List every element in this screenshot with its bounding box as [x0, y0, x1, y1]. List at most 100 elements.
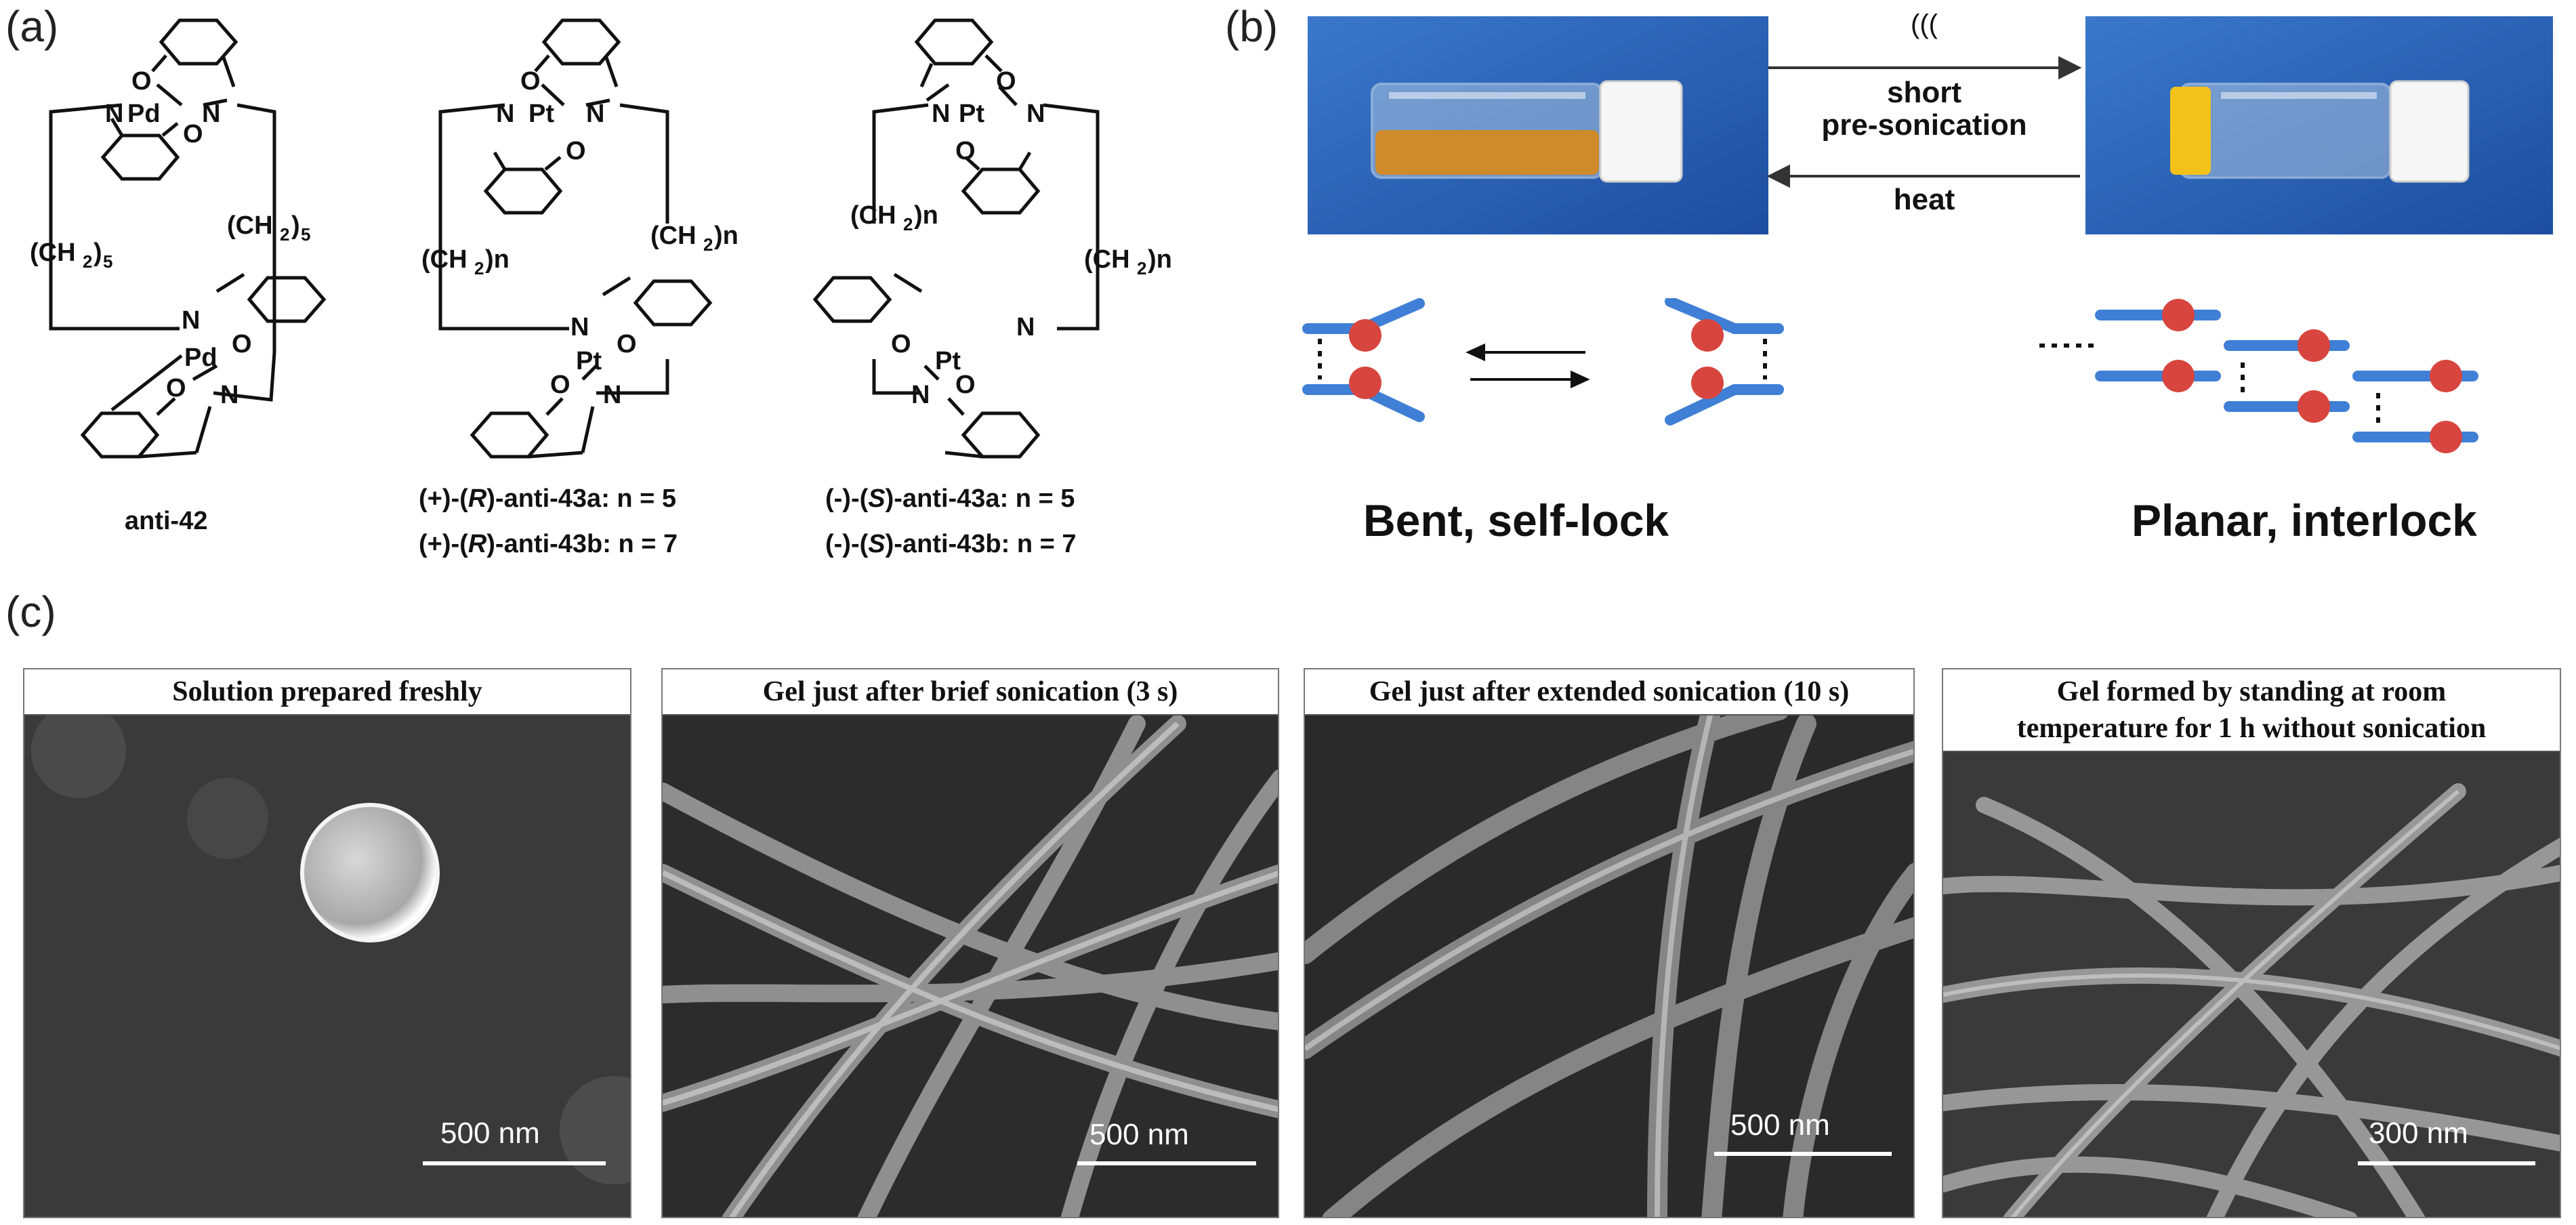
atom-label: N: [1016, 313, 1035, 341]
chain-label: (CH: [1084, 245, 1130, 274]
atom-label: N: [202, 100, 220, 128]
chain-label: (CH: [227, 211, 273, 240]
panel-label-b: (b): [1225, 2, 1279, 51]
subscript: 2: [1137, 258, 1146, 278]
benzene-ring: [914, 18, 994, 66]
scale-label-1: 500 nm: [440, 1117, 540, 1150]
atom-label: O: [166, 374, 186, 402]
state-label-planar: Planar, interlock: [2132, 495, 2477, 545]
atom-label: N: [603, 381, 621, 409]
sonication-icon: (((: [1911, 9, 1938, 39]
benzene-ring: [247, 276, 327, 323]
atom-label: Pt: [576, 347, 602, 375]
benzene-ring: [80, 411, 160, 459]
atom-label: N: [586, 100, 604, 128]
atom-label: O: [617, 330, 637, 358]
atom-label: O: [232, 330, 252, 358]
atom-label: Pt: [935, 347, 961, 375]
benzene-ring: [100, 133, 180, 181]
atom-label: N: [570, 313, 589, 341]
sem-title-4: Gel formed by standing at room temperatu…: [1943, 669, 2560, 752]
benzene-ring: [541, 18, 621, 66]
subscript: 2: [703, 234, 713, 255]
subscript: 2: [83, 251, 92, 272]
benzene-ring: [483, 167, 563, 215]
sem-title-3: Gel just after extended sonication (10 s…: [1305, 669, 1913, 715]
compound-label-r-43a: (+)-(R)-anti-43a: n = 5: [419, 484, 677, 513]
subscript: 2: [280, 224, 289, 245]
vial-photo-gel: [2085, 16, 2553, 234]
subscript: 2: [903, 214, 913, 234]
benzene-ring: [633, 279, 713, 327]
scale-label-2: 500 nm: [1089, 1118, 1189, 1151]
atom-label: N: [1026, 100, 1045, 128]
scale-label-4: 300 nm: [2369, 1117, 2468, 1150]
sem-title-4-line2: temperature for 1 h without sonication: [2016, 713, 2487, 744]
bent-selflock-schematic: [1302, 298, 1784, 425]
reaction-arrows: [1766, 56, 2082, 188]
atom-label: Pd: [127, 100, 161, 128]
reverse-label-heat: heat: [1893, 183, 1955, 216]
subscript: 5: [103, 251, 112, 272]
benzene-ring: [961, 411, 1041, 459]
atom-label: N: [496, 100, 514, 128]
chain-label: )n: [914, 201, 938, 230]
panel-label-c: (c): [5, 587, 56, 636]
atom-label: Pd: [184, 344, 217, 372]
forward-label-short: short: [1887, 76, 1961, 109]
sem-title-2: Gel just after brief sonication (3 s): [663, 669, 1278, 715]
atom-label: Pt: [528, 100, 554, 128]
sem-title-4-line1: Gel formed by standing at room: [2056, 676, 2447, 707]
atom-label: Pt: [959, 100, 984, 128]
chain-label: ): [94, 238, 102, 267]
scale-bar-4: [2358, 1161, 2535, 1165]
state-label-bent: Bent, self-lock: [1363, 495, 1669, 545]
atom-label: O: [550, 371, 570, 399]
atom-label: N: [220, 381, 238, 409]
planar-interlock-schematic: [2039, 299, 2478, 453]
sem-image-standing: Gel formed by standing at room temperatu…: [1942, 668, 2561, 1218]
compound-label-anti-42: anti-42: [125, 507, 208, 535]
benzene-ring: [470, 411, 549, 459]
atom-label: O: [131, 67, 152, 96]
benzene-ring: [812, 276, 892, 323]
vial-photo-solution: [1308, 16, 1768, 234]
chain-label: )n: [714, 222, 739, 250]
atom-label: O: [183, 120, 203, 148]
compound-label-r-43b: (+)-(R)-anti-43b: n = 7: [419, 530, 678, 558]
sem-image-brief-sonication: Gel just after brief sonication (3 s) 50…: [661, 668, 1279, 1218]
chain-label: (CH: [650, 222, 697, 250]
atom-label: O: [520, 67, 541, 96]
atom-label: N: [932, 100, 950, 128]
panel-label-a: (a): [5, 2, 59, 51]
chemical-structures: O N Pd N O N O Pd O N (CH 2 ) 5 (CH 2 ) …: [30, 18, 1172, 459]
atom-label: N: [182, 306, 200, 335]
sem-image-solution: Solution prepared freshly 500 nm: [23, 668, 631, 1218]
atom-label: N: [105, 100, 123, 128]
scale-bar-2: [1077, 1161, 1256, 1165]
compound-label-s-43a: (-)-(S)-anti-43a: n = 5: [825, 484, 1075, 513]
benzene-ring: [159, 18, 238, 66]
chain-label: (CH: [850, 201, 896, 230]
sem-image-extended-sonication: Gel just after extended sonication (10 s…: [1304, 668, 1915, 1218]
scale-label-3: 500 nm: [1730, 1108, 1830, 1142]
subscript: 2: [474, 258, 484, 278]
subscript: 5: [301, 224, 310, 245]
atom-label: N: [911, 381, 930, 409]
atom-label: O: [566, 137, 586, 165]
sem-title-1: Solution prepared freshly: [24, 669, 630, 715]
chain-label: (CH: [30, 238, 76, 267]
atom-label: O: [955, 371, 976, 399]
chain-label: )n: [485, 245, 510, 274]
chain-label: ): [291, 211, 300, 240]
atom-label: O: [996, 67, 1016, 96]
atom-label: O: [891, 330, 911, 358]
chain-label: )n: [1148, 245, 1172, 274]
atom-label: O: [955, 137, 976, 165]
scale-bar-1: [423, 1161, 606, 1165]
benzene-ring: [961, 167, 1041, 215]
compound-label-s-43b: (-)-(S)-anti-43b: n = 7: [825, 530, 1077, 558]
chain-label: (CH: [421, 245, 468, 274]
scale-bar-3: [1714, 1152, 1892, 1156]
forward-label-presonication: pre-sonication: [1821, 108, 2027, 142]
